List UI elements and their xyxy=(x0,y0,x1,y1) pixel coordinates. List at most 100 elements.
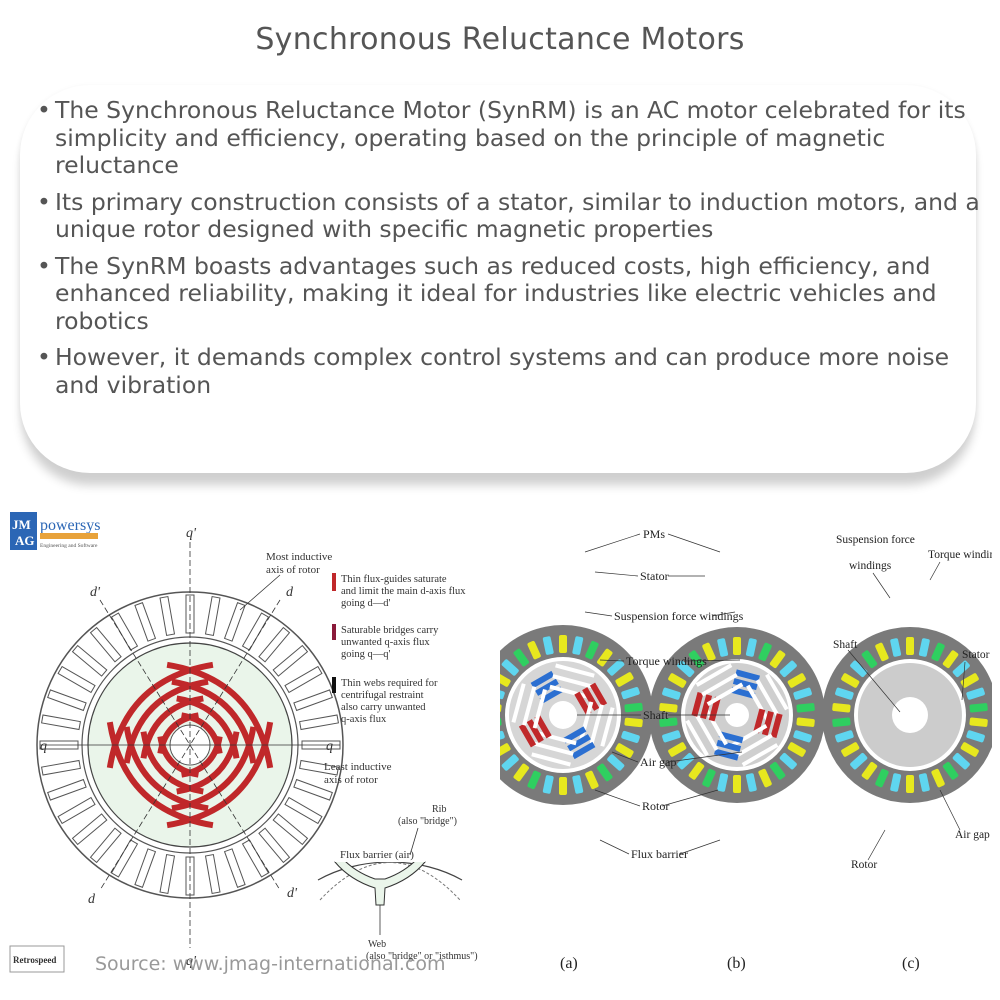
winding-slot xyxy=(850,660,868,678)
permanent-magnet xyxy=(562,726,587,744)
permanent-magnet xyxy=(735,669,760,682)
svg-text:(also "bridge"): (also "bridge") xyxy=(398,816,457,827)
permanent-magnet xyxy=(730,686,756,699)
flux-barrier xyxy=(741,743,779,767)
bullet-item: •The SynRM boasts advantages such as red… xyxy=(37,251,937,335)
synrm-rotor-diagram: JM AG powersys Engineering and Software … xyxy=(8,508,480,978)
winding-slot xyxy=(969,717,988,727)
figure-letters: (a) (b) (c) xyxy=(560,955,920,972)
winding-slot xyxy=(952,660,970,678)
svg-text:Flux barrier: Flux barrier xyxy=(631,847,688,861)
stator-slot xyxy=(89,827,122,864)
axis-labels: q' q' q q d' d d d' xyxy=(40,526,333,969)
flux-barrier xyxy=(765,673,789,711)
flux-barrier xyxy=(706,682,744,706)
permanent-magnet xyxy=(718,731,744,744)
winding-slot xyxy=(677,660,695,678)
winding-slot xyxy=(585,770,599,790)
svg-text:d: d xyxy=(88,892,96,907)
source-caption: Source: www.jmag-international.com xyxy=(95,953,446,975)
flux-barrier xyxy=(531,752,571,767)
stator-slot xyxy=(71,644,108,677)
stator-slot xyxy=(284,796,323,825)
stator-slot xyxy=(299,714,339,731)
flux-barrier xyxy=(511,683,526,723)
winding-slot xyxy=(621,730,640,744)
svg-text:q': q' xyxy=(186,954,197,969)
jmag-logo: JM AG powersys Engineering and Software xyxy=(10,512,100,550)
winding-slot xyxy=(688,761,705,780)
winding-slot xyxy=(918,773,930,792)
svg-text:(c): (c) xyxy=(902,955,920,972)
flux-barrier xyxy=(695,663,733,687)
stator-slot xyxy=(41,714,81,731)
retrospeed-logo: Retrospeed xyxy=(9,945,65,973)
svg-text:Shaft: Shaft xyxy=(643,708,669,722)
winding-slot xyxy=(733,775,741,793)
flux-barrier xyxy=(157,712,200,755)
permanent-magnet xyxy=(582,687,600,711)
stator-slot xyxy=(204,854,221,894)
svg-text:(b): (b) xyxy=(727,955,746,972)
svg-text:Torque windings: Torque windings xyxy=(626,654,707,668)
flux-barrier xyxy=(736,733,773,758)
bearingless-motor-diagrams: PMs Stator Suspension force windings Tor… xyxy=(500,508,992,978)
permanent-magnet xyxy=(534,714,552,739)
winding-slot xyxy=(668,742,687,757)
winding-slot xyxy=(615,743,634,758)
rotor-axes xyxy=(40,542,340,948)
winding-slot xyxy=(966,730,985,743)
winding-slot xyxy=(688,650,705,669)
least-inductive-label: axis of rotor xyxy=(324,774,378,786)
winding-slot xyxy=(779,660,797,678)
svg-text:Suspension force: Suspension force xyxy=(836,534,915,546)
winding-slot xyxy=(572,775,584,794)
winding-slot xyxy=(500,686,505,700)
permanent-magnet xyxy=(539,686,564,704)
permanent-magnet xyxy=(716,739,742,752)
winding-slot xyxy=(607,659,625,676)
least-inductive-label: Least inductive xyxy=(324,761,392,773)
winding-slot xyxy=(621,686,640,700)
svg-text:and limit the main d-axis flux: and limit the main d-axis flux xyxy=(341,586,466,597)
winding-slot xyxy=(745,638,757,657)
most-inductive-label: axis of rotor xyxy=(266,564,320,576)
stator-slot xyxy=(293,778,333,801)
permanent-magnet xyxy=(574,691,592,716)
winding-slot xyxy=(952,752,970,770)
winding-slot xyxy=(542,636,554,655)
stator-slot xyxy=(204,596,221,636)
summary-card xyxy=(20,85,976,473)
winding-slot xyxy=(745,773,757,792)
winding-slot xyxy=(662,730,681,743)
winding-slot xyxy=(677,752,695,770)
winding-slot xyxy=(668,673,687,688)
winding-slot xyxy=(960,742,979,757)
winding-slot xyxy=(969,703,988,713)
winding-slot xyxy=(659,717,678,727)
svg-text:Thin flux-guides saturate: Thin flux-guides saturate xyxy=(341,574,447,585)
permanent-magnet xyxy=(535,678,559,696)
winding-slot xyxy=(918,638,930,657)
winding-slot xyxy=(875,768,889,788)
winding-slot xyxy=(559,777,567,795)
flux-barrier xyxy=(532,688,547,729)
winding-slot xyxy=(513,648,529,667)
stator-slot xyxy=(284,665,323,694)
flux-barrier xyxy=(555,663,595,678)
winding-slot xyxy=(832,717,851,727)
stator-slot xyxy=(47,778,87,801)
svg-text:Retrospeed: Retrospeed xyxy=(13,955,56,965)
winding-slot xyxy=(607,754,625,771)
winding-slot xyxy=(662,687,681,700)
flux-barrier xyxy=(123,678,209,764)
stator-slot xyxy=(57,665,96,694)
svg-text:(also "bridge" or "isthmus"): (also "bridge" or "isthmus") xyxy=(366,951,478,962)
stator-slot xyxy=(293,689,333,712)
permanent-magnet xyxy=(571,741,596,760)
permanent-magnet xyxy=(526,719,544,743)
flux-barrier xyxy=(534,741,574,756)
stator-slot xyxy=(272,644,309,677)
winding-slot xyxy=(501,659,519,676)
svg-text:d': d' xyxy=(287,886,298,901)
